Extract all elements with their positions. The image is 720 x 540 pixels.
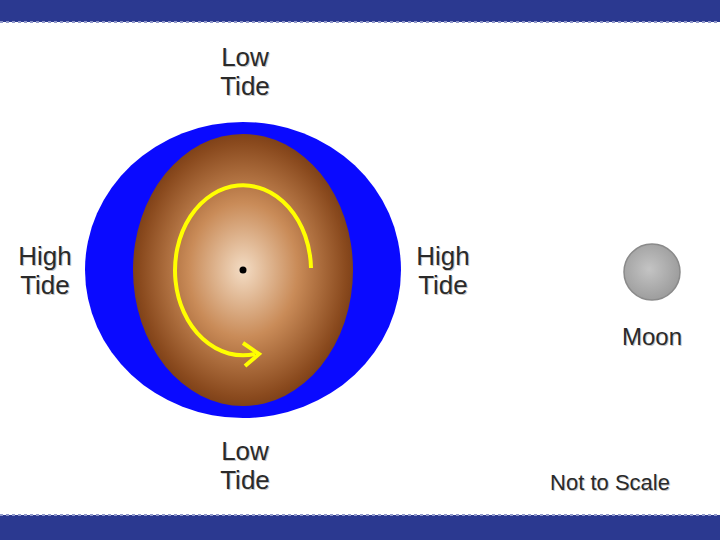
bar-edge (0, 514, 720, 516)
top-bar (0, 0, 720, 22)
bottom-bar (0, 515, 720, 540)
earth-body (133, 134, 353, 406)
arrow-head (243, 343, 259, 366)
moon: Moon (607, 242, 697, 351)
tide-label: High Tide (416, 242, 469, 300)
earth-axis (240, 267, 247, 274)
moon-shape (622, 242, 682, 302)
bar-edge (0, 21, 720, 23)
tide-label: High Tide (18, 242, 71, 300)
body-label: Moon (607, 324, 697, 351)
moon-disc (624, 244, 680, 300)
tide-label: Low Tide (220, 43, 270, 101)
scale-note: Not to Scale (550, 471, 670, 496)
ocean-bulge (85, 122, 401, 418)
tide-label: Low Tide (220, 437, 270, 495)
rotation-arrow (175, 185, 311, 355)
